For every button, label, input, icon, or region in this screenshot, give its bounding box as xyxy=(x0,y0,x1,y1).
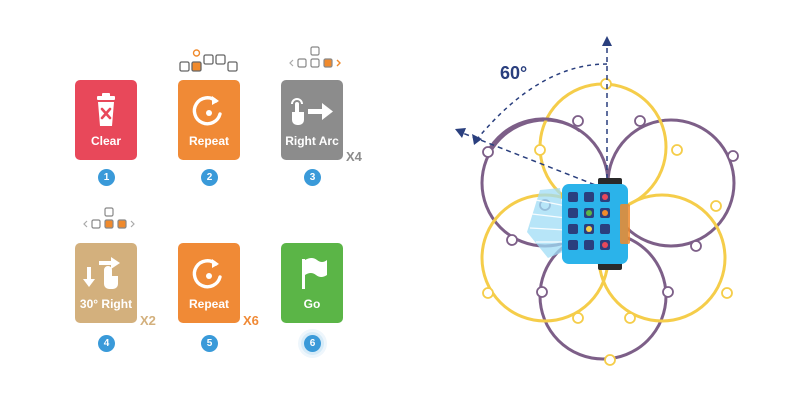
step-number-6: 6 xyxy=(304,335,321,352)
arrow-up-left-icon xyxy=(455,128,466,138)
direction-pad-icon xyxy=(177,47,243,80)
repeat-icon xyxy=(178,255,240,293)
step-number-5: 5 xyxy=(201,335,218,352)
step-number-2: 2 xyxy=(201,169,218,186)
repeat-multiplier: X6 xyxy=(243,313,259,328)
step-number-1: 1 xyxy=(98,169,115,186)
repeat-label-2: Repeat xyxy=(188,297,229,311)
turn-right-icon xyxy=(75,255,137,293)
flag-icon xyxy=(281,255,343,293)
repeat-label-1: Repeat xyxy=(188,134,229,148)
angle-label: 60° xyxy=(500,63,528,83)
robot-car xyxy=(527,178,630,270)
direction-arrows xyxy=(459,44,608,189)
go-card[interactable]: Go xyxy=(281,243,343,323)
clear-label: Clear xyxy=(90,134,122,148)
step-number-3: 3 xyxy=(304,169,321,186)
direction-pad-icon xyxy=(83,206,139,241)
arc-arrow-icon xyxy=(472,134,482,145)
direction-pad-icon xyxy=(289,45,347,80)
right-arc-card[interactable]: Right Arc xyxy=(281,80,343,160)
right-arc-label: Right Arc xyxy=(285,134,339,148)
step-number-4: 4 xyxy=(98,335,115,352)
hand-arrow-right-icon xyxy=(281,92,343,130)
right-30-multiplier: X2 xyxy=(140,313,156,328)
right-30-label: 30° Right xyxy=(79,297,133,311)
repeat-card-1[interactable]: Repeat xyxy=(178,80,240,160)
trash-icon xyxy=(75,92,137,130)
repeat-card-2[interactable]: Repeat xyxy=(178,243,240,323)
go-label: Go xyxy=(303,297,321,311)
arrow-up-icon xyxy=(602,36,612,46)
repeat-icon xyxy=(178,92,240,130)
right-30-card[interactable]: 30° Right xyxy=(75,243,137,323)
clear-card[interactable]: Clear xyxy=(75,80,137,160)
right-arc-multiplier: X4 xyxy=(346,149,362,164)
